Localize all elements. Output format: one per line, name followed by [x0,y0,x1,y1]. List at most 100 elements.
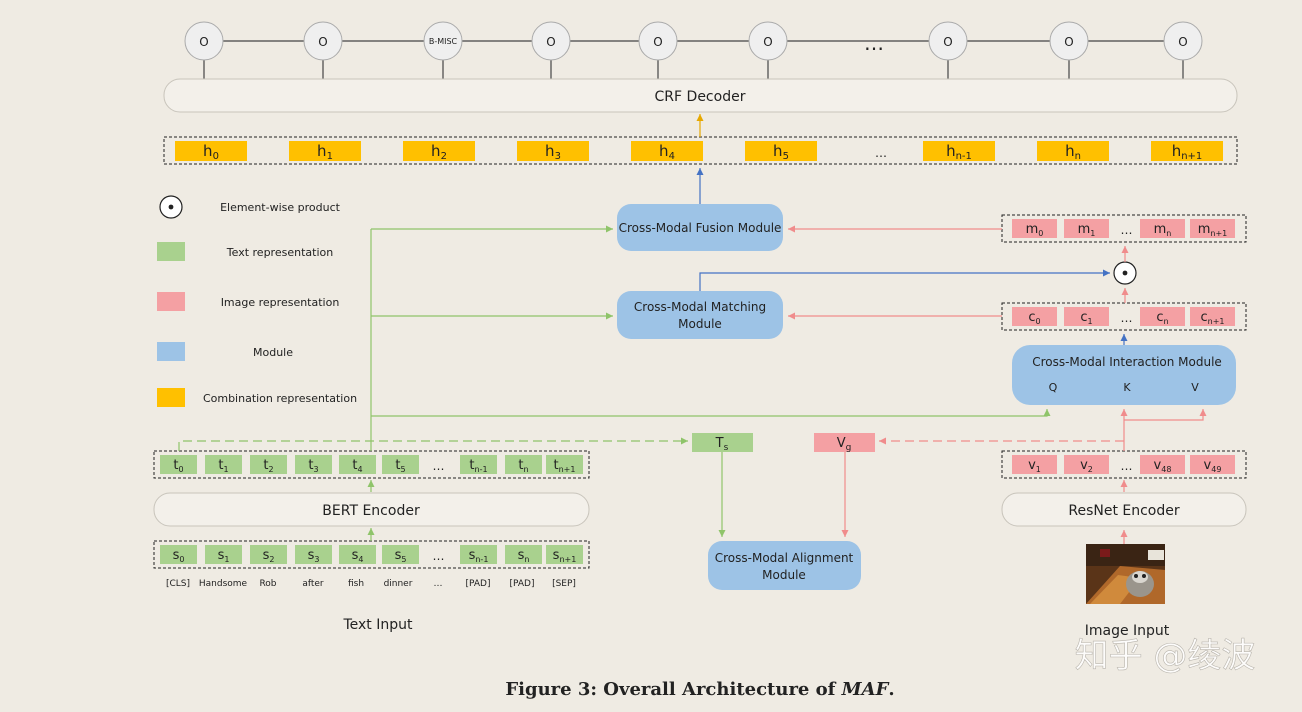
t-token-label: t0 [173,458,183,474]
h-token-label: h4 [659,142,675,162]
input-word: dinner [384,579,413,589]
input-word: after [302,579,324,589]
crf-decoder-label: CRF Decoder [655,89,746,105]
crf-label-node [748,21,788,61]
crf-label-node [531,21,571,61]
interaction-module-label: Cross-Modal Interaction Module [1032,355,1222,369]
t-token-label: t1 [218,458,228,474]
s-token-label: s5 [395,548,407,564]
m-token-label: mn+1 [1198,222,1228,238]
bert-encoder-label: BERT Encoder [322,503,420,519]
m-token [1064,219,1109,238]
t-token [382,455,419,474]
crf-label: O [763,35,772,49]
fusion-module-label: Cross-Modal Fusion Module [619,221,782,235]
s-token-label: s2 [263,548,275,564]
legend-image-label: Image representation [221,296,340,309]
t-token [250,455,287,474]
image-connectors [788,225,1207,544]
crf-label-node [928,21,968,61]
legend-text-swatch [157,242,185,261]
c-token-label: cn [1156,310,1168,326]
ts-label: Ts [715,436,729,453]
h-token [1151,141,1223,161]
h-token-label: h0 [203,142,219,162]
c-row-frame [1001,302,1247,331]
v-token-label: v49 [1204,458,1222,474]
resnet-encoder-box [1001,492,1247,527]
cross-modal-matching-module [617,291,783,339]
c-token-label: cn+1 [1200,310,1224,326]
s-token [339,545,376,564]
t-token-label: tn+1 [554,458,576,474]
s-token-label: sn-1 [469,548,489,564]
c-ellipsis: … [1121,311,1133,325]
v-token [1012,455,1057,474]
h-token [403,141,475,161]
s-token [160,545,197,564]
legend-module-label: Module [253,346,293,359]
text-input-label: Text Input [342,617,413,633]
legend-product-label: Element-wise product [220,201,341,214]
cross-modal-fusion-module [617,204,783,251]
legend-combo-label: Combination representation [203,392,357,405]
legend-module-swatch [157,342,185,361]
t-token [546,455,583,474]
h-token [631,141,703,161]
crf-label-node [303,21,343,61]
h-token [289,141,361,161]
s-token [505,545,542,564]
legend: Element-wise product Text representation… [157,195,357,407]
vg-label: Vg [837,436,852,453]
m-row-frame [1001,214,1247,243]
h-token-label: hn+1 [1172,142,1203,162]
legend-combo-swatch [157,388,185,407]
t-token [339,455,376,474]
m-token [1012,219,1057,238]
crf-decoder-box [163,78,1238,113]
h-token [1037,141,1109,161]
q-label: Q [1049,381,1058,394]
crf-label-node [423,21,463,61]
figure-caption: Figure 3: Overall Architecture of MAF. [505,679,894,700]
h-token [517,141,589,161]
h-token-label: h5 [773,142,789,162]
s-ellipsis: … [433,549,445,563]
h-token-label: hn [1065,142,1081,162]
c-token [1190,307,1235,326]
v-label: V [1191,381,1199,394]
t-token-label: t5 [395,458,405,474]
m-token-label: m0 [1026,222,1044,238]
t-ellipsis: … [433,459,445,473]
input-word: [PAD] [510,579,535,589]
v-token [1140,455,1185,474]
crf-label: O [1064,35,1073,49]
v-token [1190,455,1235,474]
m-ellipsis: … [1121,223,1133,237]
t-token-label: t3 [308,458,318,474]
cross-modal-alignment-module [708,541,861,590]
m-token-label: mn [1154,222,1172,238]
c-token-label: c1 [1080,310,1092,326]
input-word: Rob [259,579,276,589]
crf-label: O [546,35,555,49]
s-token-label: s1 [218,548,230,564]
s-token-label: sn+1 [553,548,577,564]
vg-token [814,433,875,452]
crf-label-node [1049,21,1089,61]
crf-label: O [318,35,327,49]
ts-token [692,433,753,452]
input-word: Handsome [199,579,248,589]
crf-ellipsis: … [864,31,884,55]
legend-text-label: Text representation [226,246,333,259]
matching-module-label-2: Module [678,317,722,331]
t-token [205,455,242,474]
resnet-encoder-label: ResNet Encoder [1068,503,1180,519]
h-token-label: h1 [317,142,333,162]
input-word: [SEP] [552,579,576,589]
crf-label: O [1178,35,1187,49]
h-token-label: hn-1 [946,142,972,162]
text-connectors [178,225,1051,541]
